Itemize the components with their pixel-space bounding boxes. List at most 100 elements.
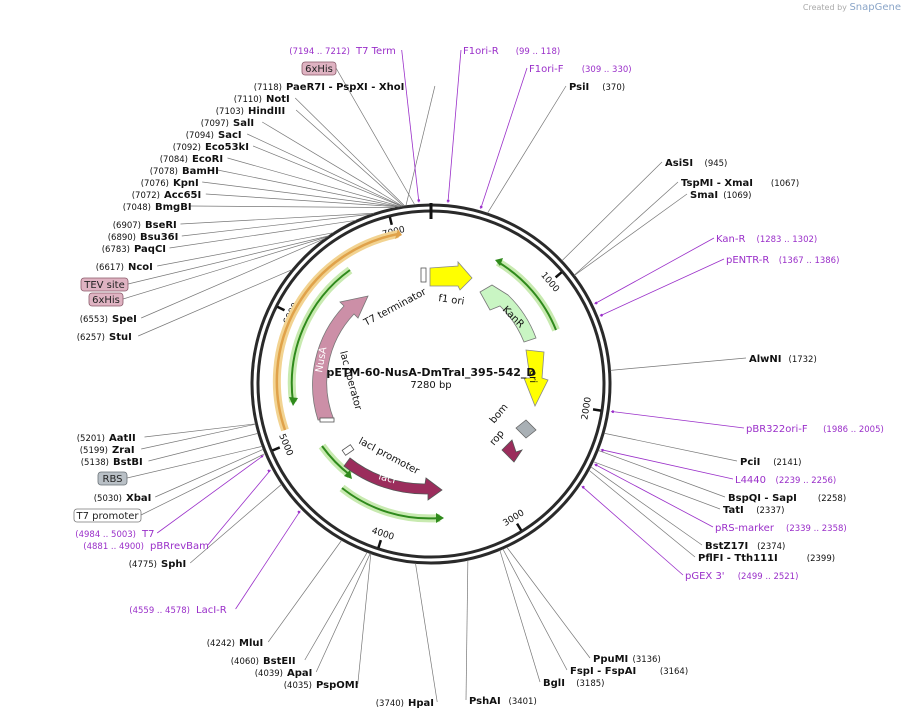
- restriction-site[interactable]: (6907)BseRI: [113, 220, 177, 231]
- primer-site[interactable]: (7194 .. 7212)T7 Term: [289, 46, 396, 57]
- primer-site[interactable]: (4559 .. 4578)LacI-R: [129, 605, 226, 616]
- primer-site[interactable]: pRS-marker(2339 .. 2358): [715, 523, 847, 534]
- restriction-site[interactable]: (5138)BstBI: [81, 457, 143, 468]
- restriction-site[interactable]: (4242)MluI: [207, 638, 263, 649]
- feature-tag[interactable]: 6xHis: [88, 292, 124, 307]
- feature-tag[interactable]: T7 promoter: [73, 508, 142, 523]
- restriction-site[interactable]: (7078)BamHI: [150, 166, 219, 177]
- site-name: Bsu36I: [140, 232, 178, 243]
- restriction-site[interactable]: (7097)SalI: [201, 118, 254, 129]
- feature-tag[interactable]: RBS: [97, 471, 128, 486]
- restriction-site[interactable]: (7092)Eco53kI: [173, 142, 249, 153]
- site-name: SacI: [218, 130, 242, 141]
- restriction-site[interactable]: AsiSI(945): [665, 158, 727, 169]
- restriction-site[interactable]: (4039)ApaI: [255, 668, 313, 679]
- site-position: (5199): [80, 446, 108, 456]
- site-leader: [487, 85, 567, 214]
- restriction-site[interactable]: (5201)AatII: [77, 433, 136, 444]
- primer-site[interactable]: (4881 .. 4900)pBRrevBam: [83, 541, 209, 552]
- primer-site[interactable]: pBR322ori-F(1986 .. 2005): [746, 424, 884, 435]
- primer-name: T7: [141, 529, 154, 540]
- restriction-site[interactable]: (7072)Acc65I: [132, 190, 202, 201]
- feature-label-ori: ori: [527, 370, 538, 383]
- site-name: PspOMI: [316, 680, 358, 691]
- feature-tag[interactable]: TEV site: [80, 277, 129, 292]
- site-leader: [295, 109, 404, 207]
- site-position: (1067): [771, 179, 799, 189]
- primer-name: T7 Term: [355, 46, 396, 57]
- restriction-site[interactable]: (6553)SpeI: [80, 314, 137, 325]
- orf-arc-left: [290, 269, 351, 403]
- tick-mark: [515, 522, 523, 532]
- restriction-site[interactable]: BglI(3185): [543, 678, 604, 689]
- site-name: Acc65I: [164, 190, 201, 201]
- primer-position: (1367 .. 1386): [779, 256, 840, 266]
- restriction-site[interactable]: (7084)EcoRI: [160, 154, 223, 165]
- site-leader: [561, 161, 663, 261]
- primer-site[interactable]: Kan-R(1283 .. 1302): [716, 234, 817, 245]
- restriction-site[interactable]: (6617)NcoI: [96, 262, 153, 273]
- site-leader: [169, 219, 357, 249]
- restriction-site[interactable]: (7094) SacI: [186, 130, 242, 141]
- restriction-site[interactable]: (7048)BmgBI: [123, 202, 192, 213]
- primer-site[interactable]: L4440(2239 .. 2256): [735, 475, 836, 486]
- restriction-site[interactable]: (7110)NotI: [234, 94, 290, 105]
- feature-tag[interactable]: 6xHis: [301, 61, 337, 76]
- restriction-site[interactable]: SmaI(1069): [690, 190, 751, 201]
- site-name: HindIII: [248, 106, 285, 117]
- restriction-site[interactable]: PshAI(3401): [469, 696, 537, 707]
- restriction-site[interactable]: (6783)PaqCI: [102, 244, 166, 255]
- restriction-site[interactable]: BspQI - SapI(2258): [728, 493, 846, 504]
- restriction-site[interactable]: PpuMI(3136): [593, 654, 661, 665]
- restriction-site[interactable]: (5199)ZraI: [80, 445, 135, 456]
- tick-mark: [592, 408, 602, 412]
- restriction-site[interactable]: (7103)HindIII: [216, 106, 286, 117]
- restriction-site[interactable]: BstZ17I(2374): [705, 541, 785, 552]
- restriction-site[interactable]: TatI(2337): [723, 505, 784, 516]
- restriction-site[interactable]: (6890)Bsu36I: [108, 232, 179, 243]
- site-leader: [181, 213, 372, 237]
- site-name: EcoRI: [192, 154, 223, 165]
- site-position: (7094): [186, 131, 214, 141]
- restriction-site[interactable]: (3740)HpaI: [376, 698, 434, 709]
- restriction-site[interactable]: FspI - FspAI(3164): [570, 666, 688, 677]
- restriction-site[interactable]: (6257)StuI: [77, 332, 132, 343]
- restriction-site[interactable]: (4060)BstEII: [231, 656, 296, 667]
- feature-label-laci: lacI: [377, 471, 397, 486]
- site-leader: [227, 157, 401, 207]
- restriction-site[interactable]: PflFI - Tth111I(2399): [698, 553, 835, 564]
- site-name: KpnI: [173, 178, 199, 189]
- site-leader: [304, 552, 368, 661]
- site-name: PshAI: [469, 696, 501, 707]
- restriction-site[interactable]: (7076)KpnI: [141, 178, 199, 189]
- restriction-site[interactable]: PsiI(370): [569, 82, 625, 93]
- laci-feature: [343, 457, 443, 501]
- feature-label-rop: rop: [488, 428, 507, 448]
- restriction-site[interactable]: AlwNI(1732): [749, 354, 817, 365]
- primer-site[interactable]: F1ori-F(309 .. 330): [529, 64, 632, 75]
- site-leader: [502, 548, 568, 671]
- primer-site[interactable]: pENTR-R(1367 .. 1386): [726, 255, 839, 266]
- restriction-site[interactable]: (4035)PspOMI: [284, 680, 359, 691]
- fusion-orf-arc: [275, 232, 399, 431]
- tick-mark: [554, 271, 563, 279]
- primer-site[interactable]: F1ori-R(99 .. 118): [463, 46, 560, 57]
- restriction-site[interactable]: PciI(2141): [740, 457, 801, 468]
- restriction-site[interactable]: (7118)PaeR7I - PspXI - XhoI: [254, 82, 405, 93]
- site-leader: [574, 193, 688, 276]
- primer-leader: [207, 469, 271, 546]
- kanr-feature: [479, 284, 537, 343]
- site-position: (6617): [96, 263, 124, 273]
- restriction-site[interactable]: TspMI - XmaI(1067): [681, 178, 799, 189]
- site-position: (3164): [660, 667, 688, 677]
- primer-name: LacI-R: [196, 605, 227, 616]
- feature-tag-box: [73, 508, 142, 523]
- primer-leader: [156, 455, 264, 534]
- primer-site[interactable]: (4984 .. 5003)T7: [75, 529, 154, 540]
- site-name: TatI: [723, 505, 744, 516]
- tick-label: 3000: [502, 508, 527, 529]
- primer-site[interactable]: pGEX 3'(2499 .. 2521): [685, 571, 798, 582]
- restriction-site[interactable]: (5030)XbaI: [94, 493, 152, 504]
- site-name: Eco53kI: [205, 142, 249, 153]
- restriction-site[interactable]: (4775)SphI: [129, 559, 186, 570]
